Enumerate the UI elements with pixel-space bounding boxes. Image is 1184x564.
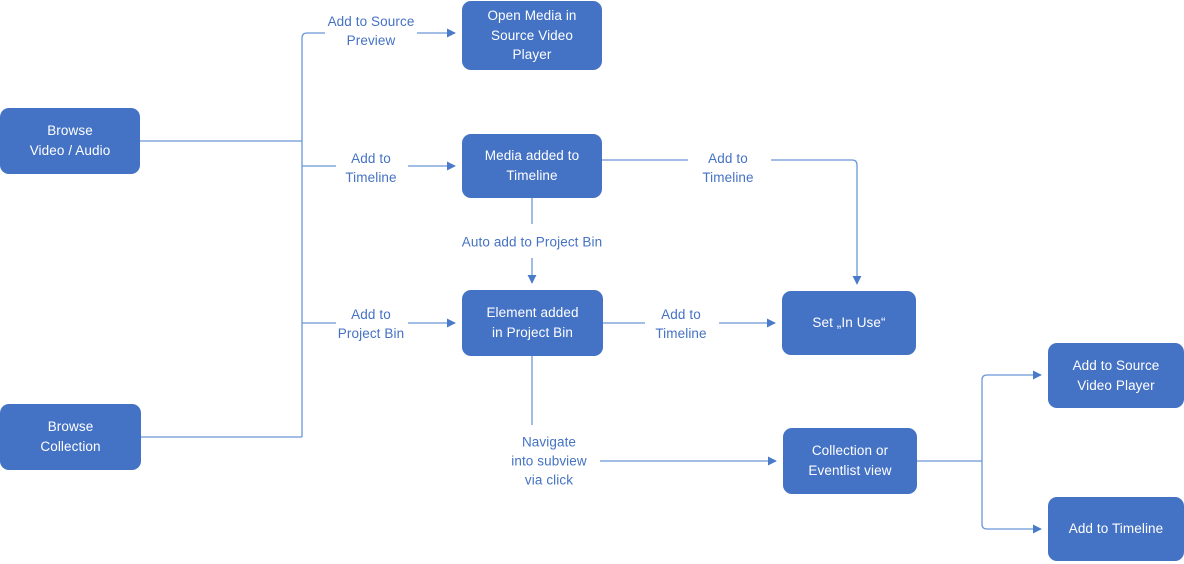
node-set-in-use[interactable]: Set „In Use“ — [782, 291, 916, 355]
node-browse-collection[interactable]: Browse Collection — [0, 404, 141, 470]
node-label: Open Media in Source Video Player — [487, 8, 577, 63]
node-label: Set „In Use“ — [812, 315, 886, 331]
node-label: Add to Source Video Player — [1072, 357, 1160, 393]
edge-spine-vertical — [301, 32, 325, 437]
node-label: Browse Collection — [40, 419, 101, 454]
node-browse-video-audio[interactable]: Browse Video / Audio — [0, 108, 140, 174]
node-label: Browse Video / Audio — [29, 123, 111, 158]
node-label: Collection or Eventlist view — [808, 443, 892, 478]
node-open-media-in-source-video-player[interactable]: Open Media in Source Video Player — [462, 1, 602, 70]
node-label: Add to Timeline — [1068, 521, 1164, 537]
edge-label-add-to-source-preview: Add to Source Preview — [327, 13, 415, 48]
edge-label-navigate-into-subview-via-click: Navigate into subview via click — [511, 434, 587, 488]
edge-label-add-to-timeline-mid-right: Add to Timeline — [702, 150, 754, 185]
edge-label-add-to-timeline-bottom-mid: Add to Timeline — [655, 306, 707, 341]
node-add-to-timeline[interactable]: Add to Timeline — [1048, 497, 1184, 561]
edge-collection-to-source-player — [981, 370, 1042, 461]
node-element-added-in-project-bin[interactable]: Element added in Project Bin — [462, 290, 603, 356]
node-add-to-source-video-player[interactable]: Add to Source Video Player — [1048, 343, 1184, 408]
node-label: Element added in Project Bin — [486, 305, 579, 340]
edge-media-added-to-set-in-use — [771, 159, 862, 285]
node-media-added-to-timeline[interactable]: Media added to Timeline — [462, 134, 602, 198]
node-collection-or-eventlist-view[interactable]: Collection or Eventlist view — [783, 428, 917, 494]
edge-label-auto-add-to-project-bin: Auto add to Project Bin — [461, 234, 603, 250]
edge-label-add-to-timeline-top: Add to Timeline — [345, 150, 397, 185]
edge-label-add-to-project-bin: Add to Project Bin — [337, 306, 405, 341]
node-label: Media added to Timeline — [484, 148, 580, 183]
edge-collection-to-add-timeline — [981, 461, 1042, 534]
